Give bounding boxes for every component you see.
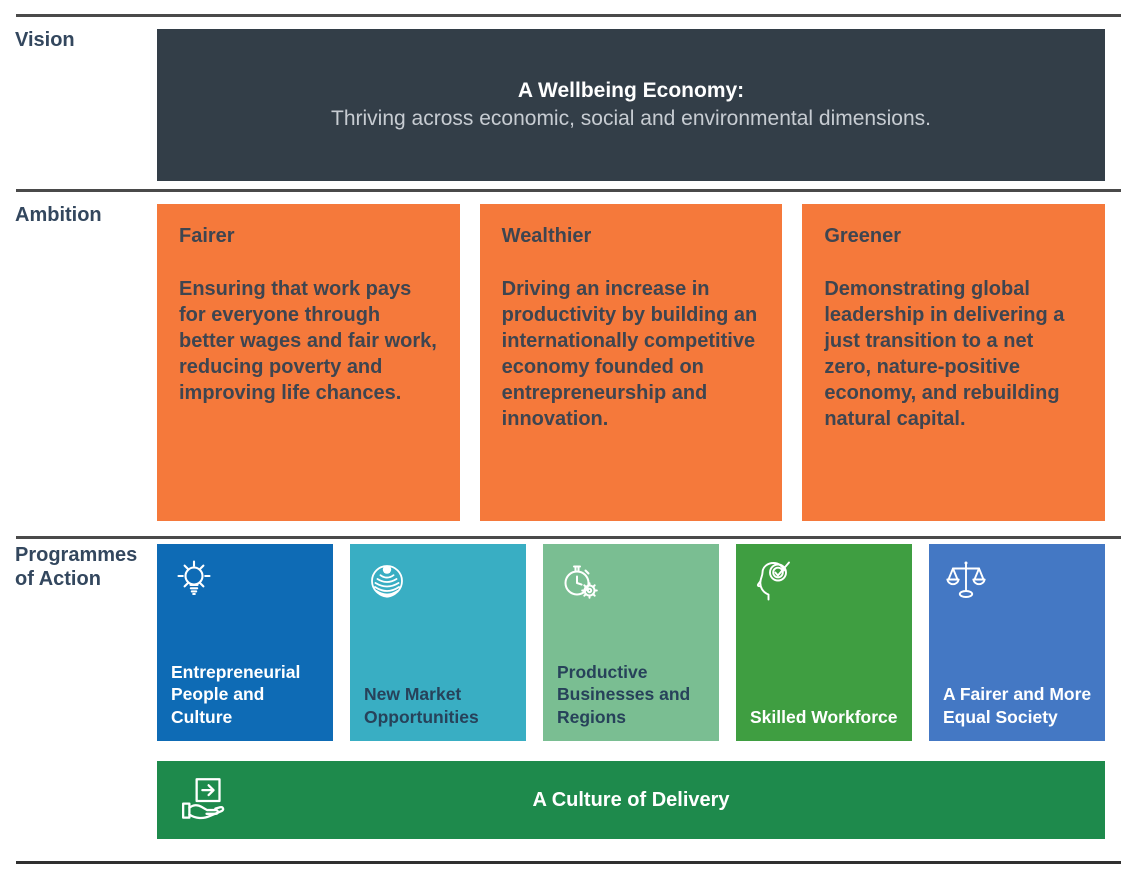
ambition-card-body: Ensuring that work pays for everyone thr… bbox=[179, 278, 437, 404]
programmes-row: Programmes of Action Entrepreneurial Peo… bbox=[0, 544, 1144, 741]
top-divider bbox=[16, 14, 1121, 17]
hand-delivery-icon bbox=[179, 773, 233, 827]
ambition-card-greener: Greener Demonstrating global leadership … bbox=[802, 204, 1106, 521]
ambition-card-wealthier: Wealthier Driving an increase in product… bbox=[479, 204, 783, 521]
culture-of-delivery-label: A Culture of Delivery bbox=[532, 788, 730, 811]
ambition-row-label: Ambition bbox=[15, 204, 102, 226]
vision-row: Vision A Wellbeing Economy: Thriving acr… bbox=[0, 29, 1144, 181]
programme-card-entrepreneurial-people-and-culture: Entrepreneurial People and Culture bbox=[157, 544, 333, 741]
head-target-icon bbox=[749, 557, 797, 605]
programme-card-label: New Market Opportunities bbox=[364, 684, 479, 727]
programme-cards: Entrepreneurial People and Culture bbox=[157, 544, 1105, 741]
ambition-card-fairer: Fairer Ensuring that work pays for every… bbox=[157, 204, 460, 521]
vision-ambition-divider bbox=[16, 189, 1121, 192]
lightbulb-icon bbox=[170, 557, 218, 605]
ambition-cards: Fairer Ensuring that work pays for every… bbox=[157, 204, 1106, 521]
delivery-row: A Culture of Delivery bbox=[0, 761, 1144, 839]
programme-card-a-fairer-and-more-equal-society: A Fairer and More Equal Society bbox=[929, 544, 1105, 741]
programme-card-label: Entrepreneurial People and Culture bbox=[171, 661, 301, 727]
programme-card-label: A Fairer and More Equal Society bbox=[943, 684, 1092, 727]
culture-of-delivery-bar: A Culture of Delivery bbox=[157, 761, 1105, 839]
vision-row-label: Vision bbox=[15, 29, 75, 51]
programmes-row-label: Programmes of Action bbox=[15, 544, 138, 590]
vision-subtitle: Thriving across economic, social and env… bbox=[331, 107, 931, 130]
programme-card-new-market-opportunities: New Market Opportunities bbox=[350, 544, 526, 741]
programme-card-label: Skilled Workforce bbox=[750, 706, 898, 727]
ambition-card-title: Greener bbox=[824, 225, 902, 247]
ambition-card-body: Demonstrating global leadership in deliv… bbox=[824, 278, 1065, 430]
ambition-card-body: Driving an increase in productivity by b… bbox=[501, 278, 758, 430]
ambition-card-title: Wealthier bbox=[501, 225, 592, 247]
vision-title: A Wellbeing Economy: bbox=[517, 78, 745, 102]
programme-card-skilled-workforce: Skilled Workforce bbox=[736, 544, 912, 741]
ambition-programmes-divider bbox=[16, 536, 1121, 539]
scales-icon bbox=[942, 557, 990, 605]
bottom-divider bbox=[16, 861, 1121, 864]
stopwatch-gear-icon bbox=[556, 557, 604, 605]
vision-box: A Wellbeing Economy: Thriving across eco… bbox=[157, 29, 1105, 181]
ambition-row: Ambition Fairer Ensuring that work pays … bbox=[0, 204, 1144, 521]
programme-card-productive-businesses-and-regions: Productive Businesses and Regions bbox=[543, 544, 719, 741]
globe-rings-icon bbox=[363, 557, 411, 605]
programme-card-label: Productive Businesses and Regions bbox=[557, 661, 691, 727]
ambition-card-title: Fairer bbox=[179, 225, 235, 247]
